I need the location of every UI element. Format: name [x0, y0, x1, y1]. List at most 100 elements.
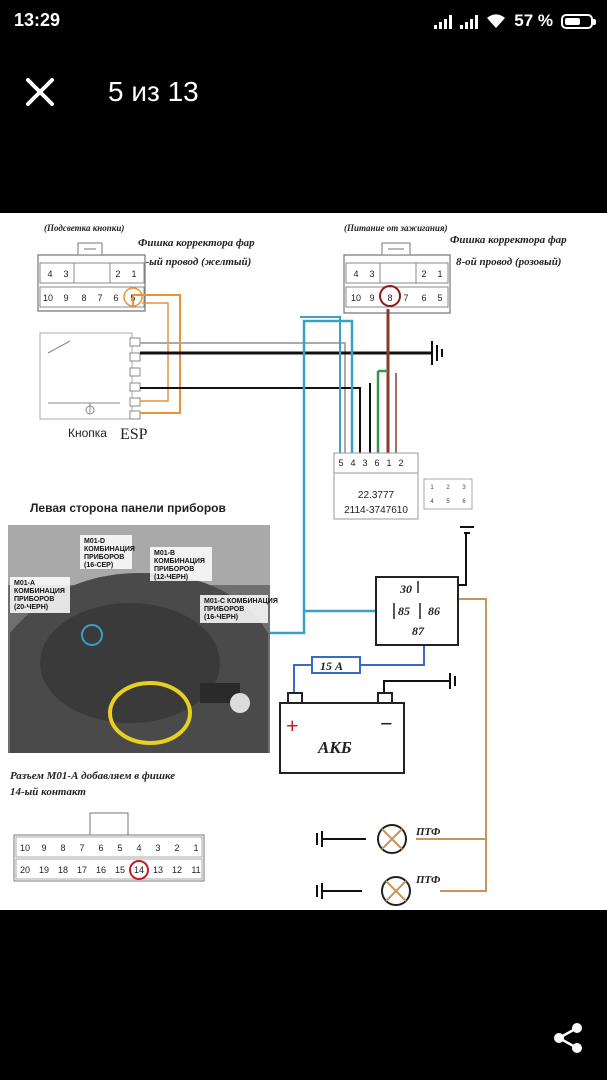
cell-signal-icon — [434, 13, 453, 29]
m01b-line-4: (12-ЧЕРН) — [154, 574, 188, 581]
mini-connector: 1 2 3 4 5 6 — [423, 478, 473, 510]
pin-12: 12 — [172, 865, 182, 875]
mini-pin-3: 3 — [462, 485, 466, 491]
status-icons: 57 % — [434, 10, 596, 32]
relay-model-1: 22.3777 — [358, 490, 395, 501]
cell-signal-2-icon — [460, 13, 479, 29]
right-pin-8: 8 — [387, 293, 392, 303]
left-pin-1: 1 — [131, 269, 136, 279]
left-pin-6: 6 — [113, 293, 118, 303]
ptf-2-label: ПТФ — [415, 874, 441, 886]
pin-14: 14 — [134, 865, 144, 875]
left-pin-2: 2 — [115, 269, 120, 279]
m01c-line-2: ПРИБОРОВ — [204, 606, 244, 613]
pin-19: 19 — [39, 865, 49, 875]
relay: 30 85 86 87 — [375, 576, 459, 646]
button-label: Кнопка — [68, 426, 107, 440]
wiring-diagram-image[interactable]: (Подсветка кнопки) Фишка корректора фар … — [0, 213, 607, 910]
share-button[interactable] — [548, 1018, 588, 1058]
close-icon — [26, 78, 54, 106]
relay-module-pin-6: 6 — [374, 458, 379, 468]
pin-2: 2 — [174, 843, 179, 853]
relay-module-pin-3: 3 — [362, 458, 367, 468]
relay-pin-85: 85 — [398, 604, 410, 618]
pin-3: 3 — [155, 843, 160, 853]
pin-4: 4 — [136, 843, 141, 853]
relay-module-pin-5: 5 — [338, 458, 343, 468]
left-pin-7: 7 — [97, 293, 102, 303]
battery-icon — [561, 13, 596, 29]
pin-15: 15 — [115, 865, 125, 875]
mini-pin-1: 1 — [430, 485, 434, 491]
photo-labels: M01-D КОМБИНАЦИЯ ПРИБОРОВ (16-СЕР) M01-B… — [10, 535, 278, 623]
connector-note-1: Разъем М01-А добавляем в фишке — [10, 770, 175, 782]
m01d-line-3: ПРИБОРОВ — [84, 554, 124, 561]
button-esp-label: ESP — [120, 426, 148, 443]
wires — [90, 294, 487, 899]
m01c-line-3: (16-ЧЕРН) — [204, 614, 238, 621]
status-time: 13:29 — [14, 10, 61, 30]
m01b-line-1: M01-B — [154, 550, 175, 557]
mini-pin-6: 6 — [462, 499, 466, 505]
left-subtitle: 5-ый провод (желтый) — [140, 256, 251, 268]
close-button[interactable] — [20, 72, 60, 112]
pin-9: 9 — [41, 843, 46, 853]
right-note: (Питание от зажигания) — [344, 223, 448, 233]
battery-percent: 57 % — [514, 11, 553, 30]
m01a-line-1: M01-A — [14, 580, 35, 587]
panel-title: Левая сторона панели приборов — [30, 501, 226, 515]
esp-button-block — [39, 332, 141, 420]
left-note: (Подсветка кнопки) — [44, 223, 124, 233]
relay-pin-86: 86 — [428, 604, 440, 618]
fuse-label: 15 А — [320, 659, 343, 673]
pin-8: 8 — [60, 843, 65, 853]
m01a-line-2: КОМБИНАЦИЯ — [14, 588, 65, 595]
image-counter: 5 из 13 — [108, 76, 199, 107]
relay-module: 5 4 3 6 1 2 22.3777 2114-3747610 — [333, 452, 419, 520]
left-pin-8: 8 — [81, 293, 86, 303]
battery: + − АКБ — [279, 692, 405, 774]
left-pin-9: 9 — [63, 293, 68, 303]
relay-module-pin-1: 1 — [386, 458, 391, 468]
right-title: Фишка корректора фар — [450, 234, 567, 246]
mini-pin-5: 5 — [446, 499, 450, 505]
mini-pin-2: 2 — [446, 485, 450, 491]
pin-18: 18 — [58, 865, 68, 875]
fuse: 15 А — [311, 656, 361, 674]
fog-lamp-2: ПТФ — [381, 874, 441, 906]
right-pin-2: 2 — [421, 269, 426, 279]
m01b-line-3: ПРИБОРОВ — [154, 566, 194, 573]
m01c-line-1: M01-C КОМБИНАЦИЯ — [204, 598, 278, 605]
viewer-toolbar: 5 из 13 — [0, 58, 607, 128]
relay-pin-87: 87 — [412, 624, 425, 638]
battery-label: АКБ — [317, 738, 352, 757]
ptf-1-label: ПТФ — [415, 826, 441, 838]
battery-plus: + — [286, 713, 299, 738]
mini-pin-4: 4 — [430, 499, 434, 505]
pin-16: 16 — [96, 865, 106, 875]
right-pin-10: 10 — [351, 293, 361, 303]
pin-6: 6 — [98, 843, 103, 853]
pin-17: 17 — [77, 865, 87, 875]
right-subtitle: 8-ой провод (розовый) — [456, 256, 561, 268]
m01b-line-2: КОМБИНАЦИЯ — [154, 558, 205, 565]
relay-model-2: 2114-3747610 — [344, 505, 408, 516]
dashboard-photo — [8, 525, 270, 753]
left-pin-10: 10 — [43, 293, 53, 303]
right-connector: 4 3 2 1 10 9 8 7 6 5 — [343, 242, 451, 314]
pin-1: 1 — [193, 843, 198, 853]
left-pin-3: 3 — [63, 269, 68, 279]
m01a-line-3: ПРИБОРОВ — [14, 596, 54, 603]
left-title: Фишка корректора фар — [138, 237, 255, 249]
left-pin-4: 4 — [47, 269, 52, 279]
right-pin-7: 7 — [403, 293, 408, 303]
right-pin-5: 5 — [437, 293, 442, 303]
pin-20: 20 — [20, 865, 30, 875]
right-pin-1: 1 — [437, 269, 442, 279]
m01d-line-4: (16-СЕР) — [84, 562, 113, 569]
connector-note-2: 14-ый контакт — [10, 786, 86, 798]
right-pin-3: 3 — [369, 269, 374, 279]
right-pin-4: 4 — [353, 269, 358, 279]
relay-module-pin-2: 2 — [398, 458, 403, 468]
right-pin-9: 9 — [369, 293, 374, 303]
